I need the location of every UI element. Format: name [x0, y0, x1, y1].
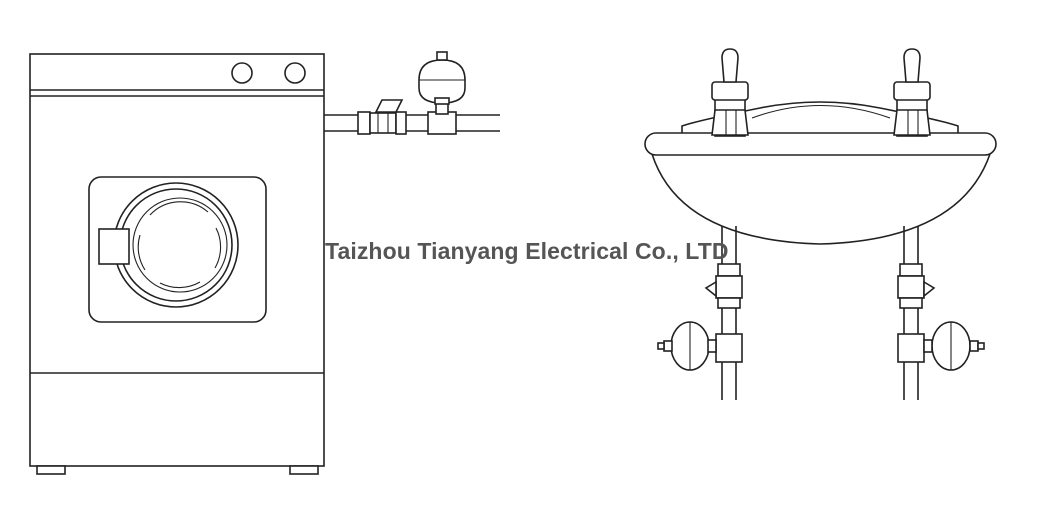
water-hammer-arrestor-left [657, 321, 717, 371]
water-hammer-arrestor [418, 51, 466, 105]
wash-basin [644, 101, 997, 245]
company-watermark: Taizhou Tianyang Electrical Co., LTD [325, 238, 729, 264]
angle-valve-right [897, 226, 936, 400]
faucet-left [711, 48, 749, 137]
control-knob [231, 62, 253, 84]
water-hammer-arrestor-right [923, 321, 985, 371]
faucet-right [893, 48, 931, 137]
control-knob [284, 62, 306, 84]
angle-valve-left [704, 226, 743, 400]
washer-supply-pipe [324, 51, 500, 135]
washing-machine [29, 53, 325, 475]
